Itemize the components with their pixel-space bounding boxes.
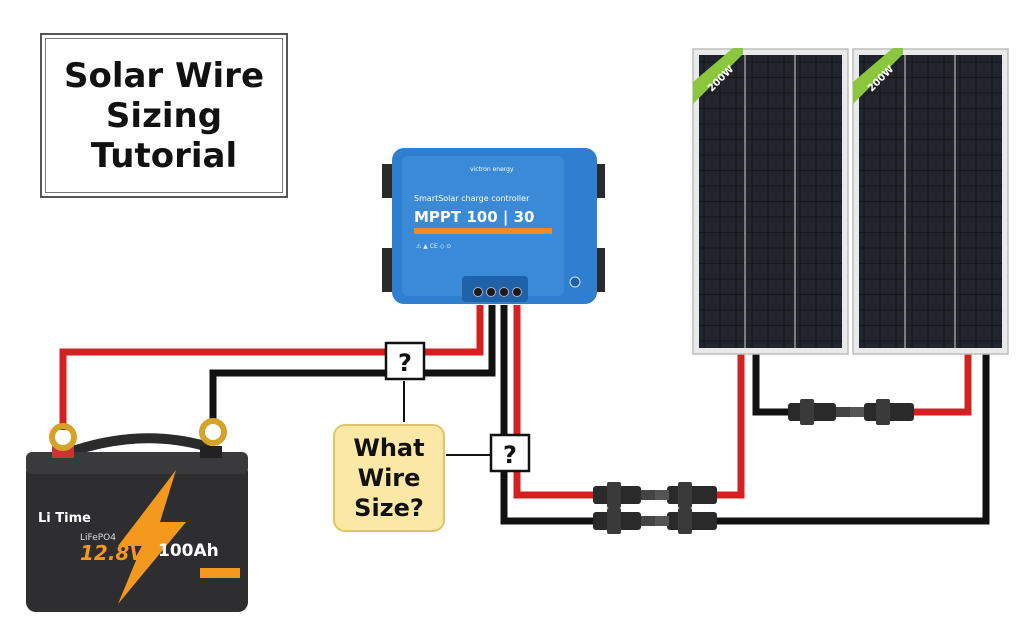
mc4-connector-lower-right [655, 508, 717, 534]
mc4-connector-panel-right [850, 399, 914, 425]
ring-terminal-negative [199, 418, 227, 446]
battery-voltage: 12.8V [80, 541, 146, 565]
question-mark-pv: ? [503, 441, 517, 469]
callout-line-2: Wire [357, 464, 421, 492]
mc4-connector-upper-right [655, 482, 717, 508]
battery-wires [59, 305, 496, 430]
controller-product-line: SmartSolar charge controller [414, 194, 530, 203]
battery-positive-wire [59, 305, 484, 430]
panel2-negative-lead [700, 352, 990, 525]
title-line-3: Tutorial [90, 135, 238, 176]
pv-wires [500, 305, 990, 525]
solar-panel-1: 200W [692, 48, 849, 355]
battery-chemistry: LiFePO4 [80, 533, 116, 543]
battery-negative-terminal [200, 446, 222, 458]
pv-positive-wire [513, 305, 596, 499]
callout-line-3: Size? [354, 494, 424, 522]
controller-brand: victron energy [470, 166, 514, 173]
battery-bolt-graphic [118, 470, 186, 604]
question-mark-battery: ? [398, 349, 412, 377]
question-box-pv: ? [489, 433, 531, 473]
panel-1-badge [693, 48, 743, 104]
controller-model: MPPT 100 | 30 [414, 208, 534, 227]
callout-line-1: What [353, 434, 425, 462]
solar-panel-2: 200W [852, 48, 1009, 355]
mc4-connector-panel-left [788, 399, 850, 425]
title-box-inner: Solar Wire Sizing Tutorial [45, 38, 283, 193]
panel1-positive-lead [716, 352, 745, 499]
pv-negative-wire [500, 305, 596, 525]
title-box: Solar Wire Sizing Tutorial [40, 33, 288, 198]
controller-certifications: ⚠ ▲ CE ◇ ⊙ [416, 243, 451, 250]
panel1-negative-lead [752, 352, 792, 416]
mc4-connector-upper-left [593, 482, 655, 508]
ring-terminal-positive [49, 423, 77, 451]
mc4-connector-lower-left [593, 508, 655, 534]
battery-brand: Li Time [38, 511, 91, 526]
wire-size-callout: What Wire Size? [333, 424, 445, 532]
title-line-2: Sizing [105, 95, 223, 136]
panel2-positive-lead [912, 352, 972, 416]
title-line-1: Solar Wire [63, 55, 265, 96]
battery-capacity: 100Ah [158, 541, 219, 561]
question-box-battery: ? [384, 341, 426, 381]
charge-controller: victron energy SmartSolar charge control… [382, 148, 605, 304]
battery-negative-wire [209, 305, 496, 423]
battery: Li Time LiFePO4 12.8V 100Ah [26, 433, 248, 612]
panel-2-badge [853, 48, 903, 104]
